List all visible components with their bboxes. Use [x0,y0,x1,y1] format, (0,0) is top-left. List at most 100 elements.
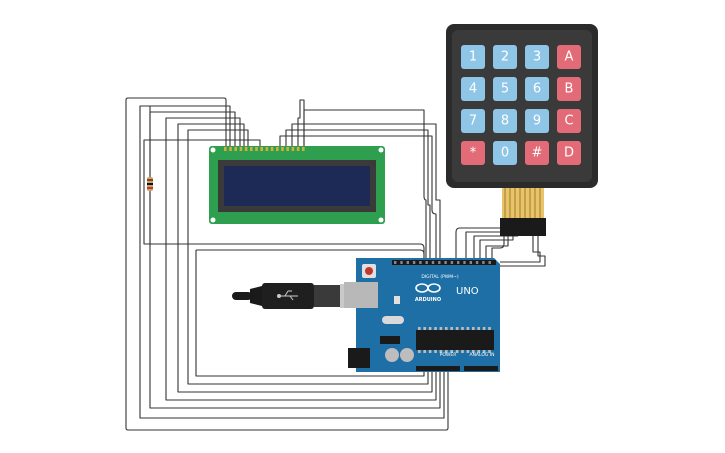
keypad-key-face [557,77,581,101]
keypad-connector [500,218,546,236]
keypad-key[interactable]: 1 [461,45,485,69]
lcd-mount-hole-tr [378,147,384,153]
keypad-key[interactable]: 2 [493,45,517,69]
wire-lower-2[interactable] [195,250,425,377]
keypad-key-label: 4 [469,82,477,97]
digital-pin [488,261,491,264]
wire-lower-1[interactable] [196,249,425,262]
analog-header [464,366,498,371]
wire-lcd-12[interactable] [143,139,425,262]
tx-rx-leds [394,296,400,304]
lcd-pin [244,147,248,151]
digital-pin [469,261,472,264]
keypad-key-label: A [565,50,574,65]
wire-lcd-7[interactable] [279,135,437,262]
chip-pin [450,350,453,353]
wire-lcd-10[interactable] [297,99,305,146]
chip-pin [439,327,443,330]
keypad-key[interactable]: 5 [493,77,517,101]
keypad-ribbon [502,188,544,218]
wire-lcd-8[interactable] [285,129,431,262]
wire-keypad-7[interactable] [500,236,541,263]
atmega-chip-pins [418,327,491,353]
lcd-pin [291,147,295,151]
power-label: POWER [440,352,457,358]
wire-lcd-9[interactable] [291,123,441,262]
lcd-pin [224,147,227,151]
lcd-mount-hole-tl [210,147,216,153]
wire-lcd-6[interactable] [187,129,429,385]
wire-lcd-1[interactable] [125,97,449,431]
chip-pin [434,327,437,330]
analog-label: ANALOG IN [469,352,494,358]
resistor-band-2 [147,183,153,185]
keypad-key[interactable]: A [557,45,581,69]
chip-pin [488,350,491,353]
wire-keypad-2[interactable] [485,236,509,262]
wires [125,97,546,431]
keypad-key[interactable]: B [557,77,581,101]
chip-pin [450,327,453,330]
arduino-uno[interactable]: DIGITAL (PWM~) ARDUINO UNO POWER ANALOG … [344,258,500,372]
keypad-key-face [557,109,581,133]
lcd-mount-hole-bl [210,217,216,223]
chip-pin [466,327,470,330]
resistor-band-1 [147,179,153,181]
crystal [382,316,404,324]
wire-keypad-8[interactable] [500,236,546,267]
digital-pin [425,261,428,264]
chip-pin [455,327,459,330]
wire-keypad-6[interactable] [455,227,529,262]
lcd-pin [255,147,258,151]
digital-pin [419,261,422,264]
chip-pin [455,350,459,353]
chip-pin [472,327,475,330]
wire-lcd-11[interactable] [303,109,427,262]
digital-header [392,260,496,265]
chip-pin [477,327,480,330]
keypad-key[interactable]: D [557,141,581,165]
chip-pin [482,327,486,330]
chip-pin [482,350,486,353]
lcd-16x2[interactable] [209,146,385,224]
keypad-key[interactable]: 8 [493,109,517,133]
keypad-key-face [525,141,549,165]
digital-pin [475,261,479,264]
keypad-key[interactable]: 6 [525,77,549,101]
keypad-key-face [557,45,581,69]
keypad-key-face [493,77,517,101]
keypad-key[interactable]: 9 [525,109,549,133]
power-jack [348,348,370,368]
lcd-pin [265,147,269,151]
digital-label: DIGITAL (PWM~) [421,274,459,280]
keypad-key[interactable]: 4 [461,77,485,101]
keypad-key-label: 7 [469,114,477,129]
keypad-key-label: 3 [533,50,541,65]
keypad-key[interactable]: 0 [493,141,517,165]
keypad-key-label: 5 [501,82,509,97]
chip-pin [434,350,437,353]
keypad-key-label: 0 [501,146,509,161]
keypad-key[interactable]: C [557,109,581,133]
wire-lcd-2[interactable] [139,105,445,419]
keypad-key[interactable]: # [525,141,549,165]
digital-pin [412,261,416,264]
wire-keypad-1[interactable] [491,236,505,262]
digital-pin [457,261,460,264]
keypad-key-label: # [532,146,543,161]
wire-lcd-4[interactable] [165,117,437,401]
keypad-key-label: 1 [469,50,477,65]
keypad-key[interactable]: 7 [461,109,485,133]
keypad-key[interactable]: * [461,141,485,165]
wire-keypad-3[interactable] [479,236,514,262]
digital-pin [406,261,409,264]
arduino-model-label: UNO [456,286,479,297]
keypad-key-face [493,109,517,133]
wire-lcd-5[interactable] [177,123,433,393]
chip-pin [472,350,475,353]
keypad-key[interactable]: 3 [525,45,549,69]
keypad-key-label: 2 [501,50,509,65]
resistor[interactable] [147,177,153,191]
digital-pin [450,261,454,264]
